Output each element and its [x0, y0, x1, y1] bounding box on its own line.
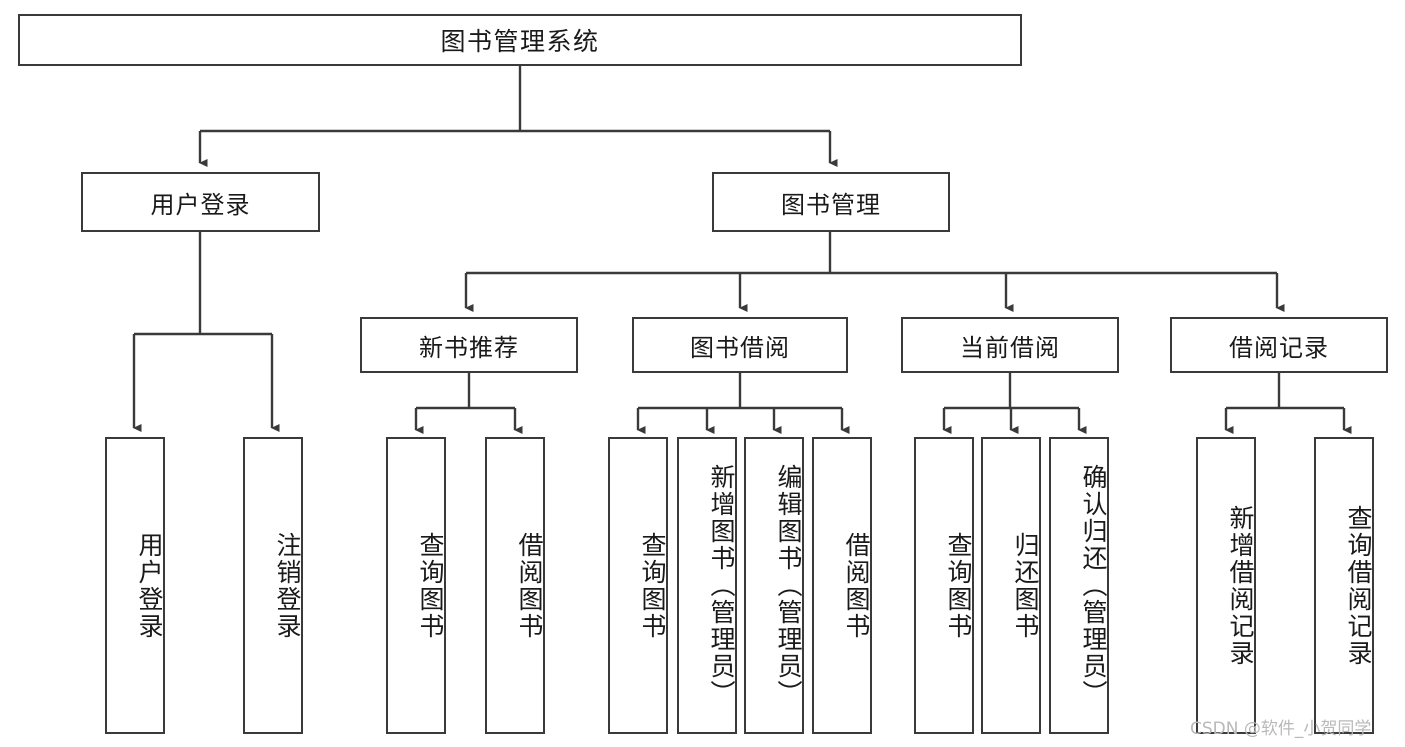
node-leaf-user-logout[interactable]: 注销登录 [243, 437, 303, 734]
node-leaf-return-book[interactable]: 归还图书 [981, 437, 1041, 734]
node-user-login-label: 用户登录 [150, 190, 251, 219]
node-root-label: 图书管理系统 [440, 27, 600, 56]
node-leaf-user-login-label: 用户登录 [135, 531, 164, 640]
node-leaf-edit-book-label: 编辑图书（管理员） [774, 464, 803, 707]
node-book-borrow-label: 图书借阅 [690, 333, 790, 362]
csdn-watermark: CSDN @软件_小贺同学 [1190, 719, 1372, 739]
node-leaf-query-book-3[interactable]: 查询图书 [914, 437, 974, 734]
node-leaf-confirm-return[interactable]: 确认归还（管理员） [1049, 437, 1109, 734]
node-current-borrow[interactable]: 当前借阅 [901, 317, 1119, 373]
node-leaf-borrow-book-1[interactable]: 借阅图书 [485, 437, 545, 734]
node-leaf-add-record-label: 新增借阅记录 [1226, 504, 1255, 667]
node-borrow-record-label: 借阅记录 [1229, 333, 1329, 362]
node-leaf-query-record-label: 查询借阅记录 [1344, 504, 1373, 667]
node-leaf-user-login[interactable]: 用户登录 [105, 437, 165, 734]
node-book-borrow[interactable]: 图书借阅 [632, 317, 848, 373]
node-root[interactable]: 图书管理系统 [18, 14, 1022, 66]
node-book-management[interactable]: 图书管理 [712, 172, 950, 232]
node-user-login[interactable]: 用户登录 [81, 172, 320, 232]
node-leaf-edit-book[interactable]: 编辑图书（管理员） [744, 437, 804, 734]
node-leaf-confirm-return-label: 确认归还（管理员） [1079, 464, 1108, 707]
node-leaf-query-book-1[interactable]: 查询图书 [386, 437, 446, 734]
node-leaf-return-book-label: 归还图书 [1011, 531, 1040, 640]
node-leaf-borrow-book-2-label: 借阅图书 [842, 531, 871, 640]
node-leaf-borrow-book-1-label: 借阅图书 [515, 531, 544, 640]
node-leaf-query-book-2[interactable]: 查询图书 [608, 437, 668, 734]
node-leaf-add-record[interactable]: 新增借阅记录 [1196, 437, 1256, 734]
node-new-book-recommend-label: 新书推荐 [419, 333, 519, 362]
node-leaf-query-record[interactable]: 查询借阅记录 [1314, 437, 1374, 734]
node-borrow-record[interactable]: 借阅记录 [1170, 317, 1388, 373]
node-leaf-add-book-label: 新增图书（管理员） [707, 464, 736, 707]
node-leaf-borrow-book-2[interactable]: 借阅图书 [812, 437, 872, 734]
node-book-management-label: 图书管理 [781, 190, 881, 219]
node-leaf-user-logout-label: 注销登录 [273, 531, 302, 640]
node-leaf-add-book[interactable]: 新增图书（管理员） [677, 437, 737, 734]
node-current-borrow-label: 当前借阅 [960, 333, 1060, 362]
node-leaf-query-book-3-label: 查询图书 [944, 531, 973, 640]
node-new-book-recommend[interactable]: 新书推荐 [360, 317, 578, 373]
node-leaf-query-book-2-label: 查询图书 [638, 531, 667, 640]
node-leaf-query-book-1-label: 查询图书 [416, 531, 445, 640]
